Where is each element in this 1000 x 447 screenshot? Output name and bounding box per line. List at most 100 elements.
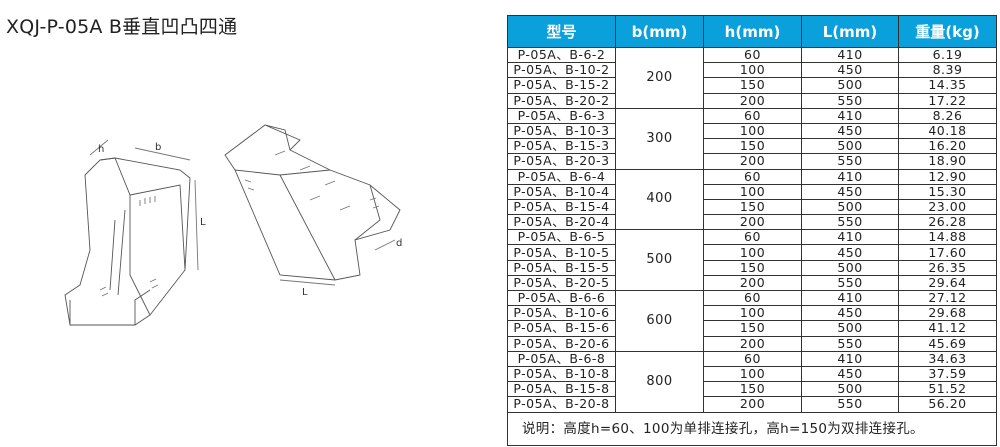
cell-model: P-05A、B-20-8 (507, 396, 616, 413)
cell-model: P-05A、B-10-8 (507, 365, 616, 383)
cell-model: P-05A、B-10-3 (507, 122, 616, 140)
cell-weight: 14.35 (898, 77, 997, 94)
page-title: XQJ-P-05A B垂直凹凸四通 (6, 16, 238, 38)
cell-model: P-05A、B-15-6 (507, 320, 616, 337)
cell-model: P-05A、B-15-8 (507, 381, 616, 398)
cell-weight: 16.20 (898, 138, 997, 155)
cell-L: 550 (801, 396, 899, 413)
cell-L: 450 (801, 244, 899, 261)
dim-label-h: h (98, 144, 104, 155)
cell-L: 550 (801, 274, 899, 292)
cell-b: 800 (615, 350, 704, 413)
cell-weight: 40.18 (898, 122, 997, 140)
cell-L: 410 (801, 46, 899, 64)
cell-h: 100 (703, 122, 802, 140)
cell-weight: 6.19 (898, 46, 997, 64)
cell-L: 410 (801, 350, 899, 367)
isometric-view-drawing: L d (224, 124, 402, 298)
cell-L: 410 (801, 289, 899, 307)
cell-h: 100 (703, 305, 802, 322)
cell-h: 100 (703, 183, 802, 200)
cell-h: 150 (703, 198, 802, 216)
cell-h: 150 (703, 259, 802, 276)
cell-weight: 29.68 (898, 305, 997, 322)
cell-weight: 29.64 (898, 274, 997, 292)
cell-h: 60 (703, 350, 802, 367)
cell-model: P-05A、B-10-2 (507, 62, 616, 79)
note-row: 说明：高度h=60、100为单排连接孔，高h=150为双排连接孔。 (507, 411, 997, 446)
cell-weight: 26.35 (898, 259, 997, 276)
cell-model: P-05A、B-10-6 (507, 305, 616, 322)
cell-model: P-05A、B-20-3 (507, 153, 616, 170)
cell-model: P-05A、B-15-5 (507, 259, 616, 276)
table-header-row: 型号 b(mm) h(mm) L(mm) 重量(kg) (507, 15, 997, 48)
cell-weight: 14.88 (898, 229, 997, 246)
cell-b: 200 (615, 47, 704, 109)
cell-h: 100 (703, 365, 802, 383)
cell-weight: 56.20 (898, 396, 997, 413)
cell-model: P-05A、B-10-5 (507, 244, 616, 261)
cell-model: P-05A、B-6-2 (507, 46, 616, 64)
cell-h: 60 (703, 46, 802, 64)
cell-weight: 51.52 (898, 381, 997, 398)
cell-model: P-05A、B-6-5 (507, 229, 616, 246)
cell-model: P-05A、B-20-2 (507, 92, 616, 109)
cell-h: 200 (703, 335, 802, 352)
cell-h: 60 (703, 229, 802, 246)
cell-h: 200 (703, 214, 802, 231)
cell-weight: 17.22 (898, 92, 997, 109)
cell-L: 450 (801, 122, 899, 140)
cell-L: 500 (801, 320, 899, 337)
cell-weight: 12.90 (898, 168, 997, 185)
cell-weight: 26.28 (898, 214, 997, 231)
cell-b: 500 (615, 229, 704, 291)
dim-label-L: L (200, 217, 206, 228)
cell-model: P-05A、B-6-3 (507, 107, 616, 124)
cell-h: 150 (703, 138, 802, 155)
cell-model: P-05A、B-15-2 (507, 77, 616, 94)
cell-h: 100 (703, 62, 802, 79)
cell-model: P-05A、B-20-4 (507, 214, 616, 231)
cell-weight: 8.26 (898, 107, 997, 124)
cell-h: 60 (703, 289, 802, 307)
cell-h: 150 (703, 320, 802, 337)
cell-h: 150 (703, 77, 802, 94)
cell-h: 200 (703, 274, 802, 292)
cell-model: P-05A、B-20-5 (507, 274, 616, 292)
cell-h: 200 (703, 153, 802, 170)
cell-weight: 17.60 (898, 244, 997, 261)
cell-weight: 34.63 (898, 350, 997, 367)
cell-L: 410 (801, 168, 899, 185)
cell-model: P-05A、B-10-4 (507, 183, 616, 200)
front-view-drawing: h b L (64, 139, 206, 326)
cell-weight: 37.59 (898, 365, 997, 383)
cell-b: 600 (615, 290, 704, 352)
cell-L: 500 (801, 138, 899, 155)
cell-h: 60 (703, 107, 802, 124)
cell-b: 400 (615, 168, 704, 231)
cell-b: 300 (615, 107, 704, 170)
cell-weight: 23.00 (898, 198, 997, 216)
cell-model: P-05A、B-20-6 (507, 335, 616, 352)
header-weight: 重量(kg) (898, 15, 997, 48)
cell-L: 550 (801, 92, 899, 109)
